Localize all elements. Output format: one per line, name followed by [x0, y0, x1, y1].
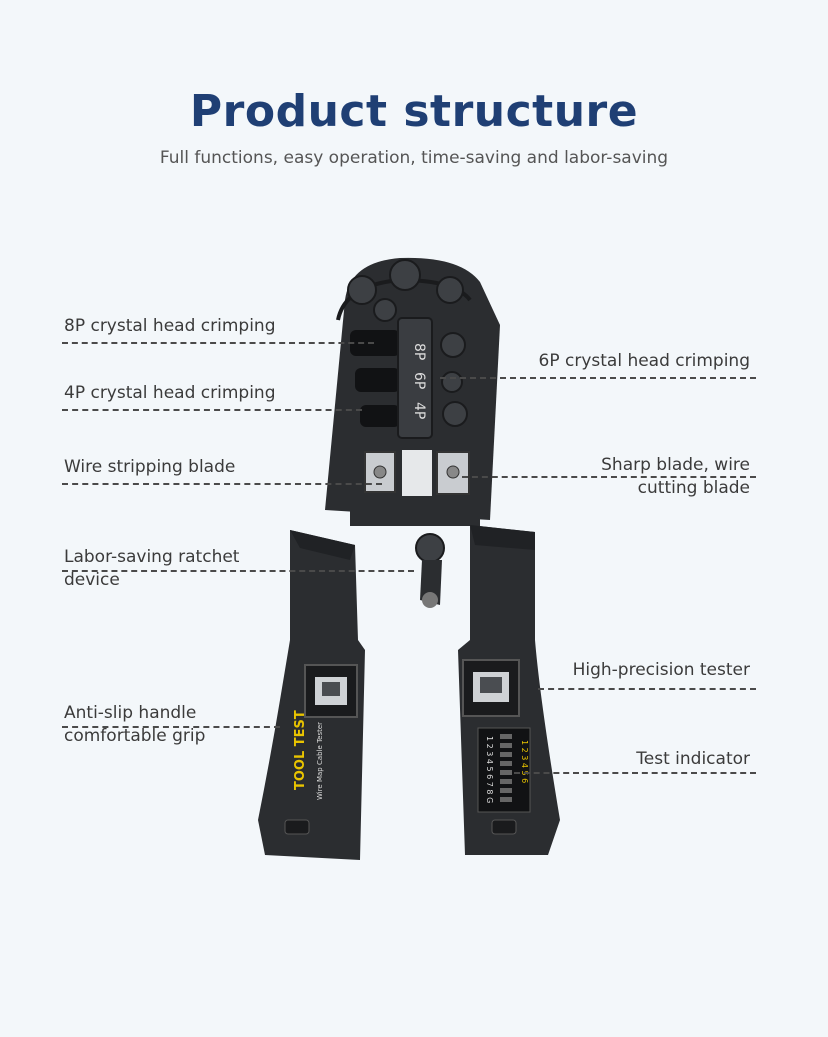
leader-grip [62, 726, 280, 728]
crimp-slot-6p [355, 368, 400, 392]
left-tester-port [304, 664, 358, 718]
label-ratchet-line1: Labor-saving ratchet [64, 547, 240, 567]
ratchet-pin [415, 533, 445, 563]
leader-ratchet [62, 570, 414, 572]
leader-8p [62, 342, 374, 344]
leader-tester [538, 688, 756, 690]
label-grip-line2: comfortable grip [64, 726, 206, 746]
brand-label: TOOL TEST [293, 710, 308, 790]
leader-wire-stripping [62, 483, 382, 485]
label-grip-line1: Anti-slip handle [64, 703, 197, 723]
leader-4p [62, 409, 362, 411]
die-plate [397, 317, 433, 439]
label-4p-crimping: 4P crystal head crimping [64, 383, 276, 403]
crimp-slot-8p [350, 330, 400, 356]
label-tester: High-precision tester [572, 660, 750, 680]
page-subtitle: Full functions, easy operation, time-sav… [159, 148, 669, 168]
bolt-2 [389, 259, 421, 291]
label-6p-crimping: 6P crystal head crimping [538, 351, 750, 371]
label-test-indicator: Test indicator [636, 749, 750, 769]
die-label-6p: 6P [411, 372, 427, 389]
leader-sharp-blade [462, 476, 756, 478]
bolt-4 [373, 298, 397, 322]
indicator-numbers-left: 1 2 3 4 5 6 7 8 G [485, 736, 494, 803]
bolt-1 [347, 275, 377, 305]
label-sharp-blade-line1: Sharp blade, wire [601, 455, 750, 475]
leader-test-indicator [514, 772, 756, 774]
label-ratchet-line2: device [64, 570, 120, 590]
brand-sub-label: Wire Map Cable Tester [316, 722, 324, 800]
label-sharp-blade-line2: cutting blade [637, 478, 750, 498]
leader-6p [440, 377, 756, 379]
bolt-3 [436, 276, 464, 304]
indicator-numbers-right: 1 2 3 4 5 6 [520, 740, 529, 783]
die-label-8p: 8P [411, 343, 427, 360]
page-title: Product structure [189, 86, 639, 137]
die-label-4p: 4P [411, 402, 427, 419]
ratchet-bar [350, 510, 480, 526]
crimp-slot-4p [360, 405, 400, 427]
indicator-leds [500, 734, 512, 802]
label-wire-stripping: Wire stripping blade [64, 457, 236, 477]
label-8p-crimping: 8P crystal head crimping [64, 316, 276, 336]
